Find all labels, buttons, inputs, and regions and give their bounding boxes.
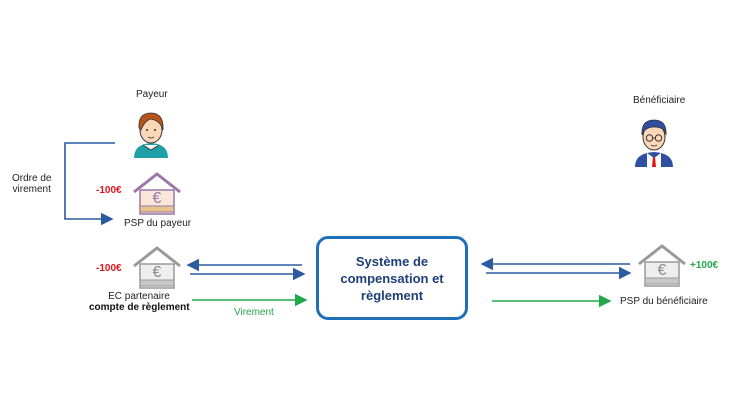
svg-text:€: € [658,262,667,279]
transfer-label: Virement [234,307,274,318]
order-arrow [64,142,115,226]
ec-bank-icon: € [133,246,181,289]
payer-label: Payeur [136,89,168,100]
ec-label: EC partenaire compte de règlement [89,291,190,313]
beneficiary-label: Bénéficiaire [633,95,686,106]
psp-payer-label: PSP du payeur [124,218,192,229]
beneficiary-avatar-icon [635,119,673,167]
svg-text:€: € [153,190,162,207]
clearing-system-box: Système de compensation et règlement [316,236,468,320]
psp-beneficiary-amount: +100€ [690,260,719,271]
psp-payer-bank-icon: € [133,172,181,215]
payer-avatar-icon [134,112,168,158]
psp-beneficiary-label: PSP du bénéficiaire [620,296,708,307]
svg-text:€: € [153,264,162,281]
ec-amount: -100€ [96,263,122,274]
psp-beneficiary-bank-icon: € [638,244,686,287]
order-label: Ordre de virement [12,173,52,195]
payer-psp-amount: -100€ [96,185,122,196]
